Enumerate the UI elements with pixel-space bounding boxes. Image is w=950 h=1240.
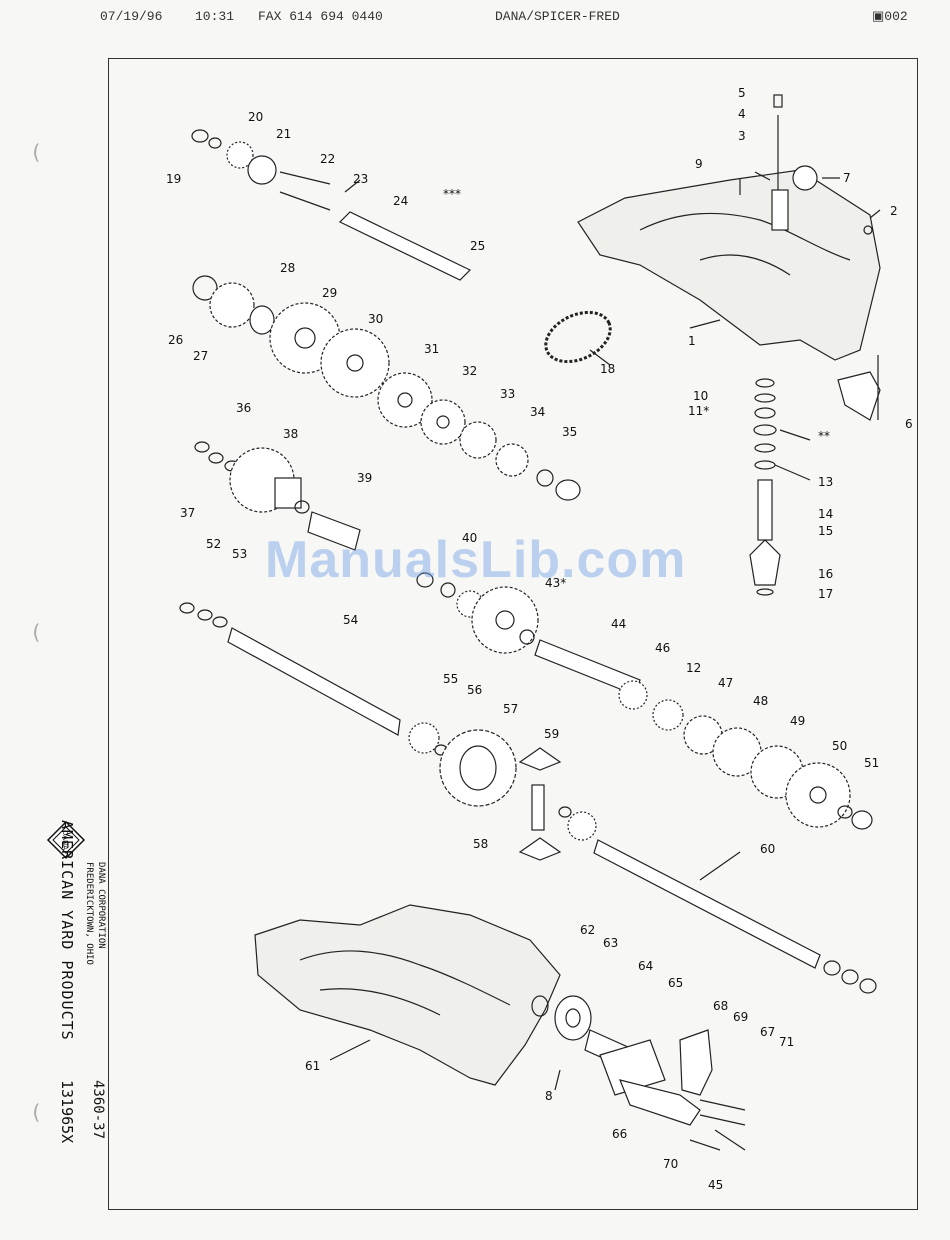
part-label: ** (818, 429, 830, 443)
part-number: 131965X (58, 1080, 76, 1144)
part-label: 28 (280, 261, 295, 275)
part-label: 22 (320, 152, 335, 166)
part-label: 26 (168, 333, 183, 347)
fax-number: FAX 614 694 0440 (258, 9, 383, 24)
part-label: 45 (708, 1178, 723, 1192)
watermark: ManualsLib.com (265, 531, 687, 589)
part-label: 43* (545, 576, 566, 590)
part-label: 30 (368, 312, 383, 326)
part-label: 7 (843, 171, 851, 185)
part-label: 60 (760, 842, 775, 856)
part-label: 54 (343, 613, 358, 627)
part-label: 10 (693, 389, 708, 403)
part-label: 29 (322, 286, 337, 300)
part-label: 4 (738, 107, 746, 121)
part-label: 47 (718, 676, 733, 690)
part-label: 34 (530, 405, 545, 419)
company-location: FREDERICKTOWN, OHIO (84, 862, 94, 965)
part-label: 52 (206, 537, 221, 551)
part-label: 67 (760, 1025, 775, 1039)
part-label: 68 (713, 999, 728, 1013)
part-label: 24 (393, 194, 408, 208)
company-name: DANA CORPORATION (96, 862, 106, 949)
part-label: 35 (562, 425, 577, 439)
fax-page-number: ▣002 (872, 9, 908, 24)
part-label: 23 (353, 172, 368, 186)
part-label: 53 (232, 547, 247, 561)
fax-date: 07/19/96 (100, 9, 163, 24)
part-label: 19 (166, 172, 181, 186)
fax-sender: DANA/SPICER-FRED (495, 9, 620, 24)
part-label: 63 (603, 936, 618, 950)
fax-time: 10:31 (195, 9, 235, 24)
part-label: 9 (695, 157, 703, 171)
part-label: 8 (545, 1089, 553, 1103)
part-label: 6 (905, 417, 913, 431)
part-label: 55 (443, 672, 458, 686)
part-label: 14 (818, 507, 833, 521)
logo-text: DANA (61, 830, 69, 850)
part-label: 71 (779, 1035, 794, 1049)
part-label: 65 (668, 976, 683, 990)
part-label: 56 (467, 683, 482, 697)
part-label: 62 (580, 923, 595, 937)
part-label: 32 (462, 364, 477, 378)
part-label: 25 (470, 239, 485, 253)
side-caption: DANA DANA CORPORATION FREDERICKTOWN, OHI… (0, 820, 106, 1240)
part-label: 3 (738, 129, 746, 143)
part-label: 38 (283, 427, 298, 441)
part-label: 57 (503, 702, 518, 716)
dana-logo-icon: DANA (46, 820, 86, 860)
part-label: 17 (818, 587, 833, 601)
part-label: 40 (462, 531, 477, 545)
part-label: 66 (612, 1127, 627, 1141)
part-label: 58 (473, 837, 488, 851)
part-label: 21 (276, 127, 291, 141)
page-frame (108, 58, 918, 1210)
product-name: AMERICAN YARD PRODUCTS (58, 820, 76, 1041)
part-label: 16 (818, 567, 833, 581)
part-label: 13 (818, 475, 833, 489)
part-label: 5 (738, 86, 746, 100)
upper-housing-drawing (577, 169, 881, 361)
scan-mark: ( (30, 140, 43, 164)
part-label: *** (443, 187, 461, 201)
part-label: 49 (790, 714, 805, 728)
lower-housing-drawing (254, 904, 561, 1086)
fax-header: 07/19/96 10:31 FAX 614 694 0440 DANA/SPI… (0, 0, 950, 34)
part-label: 44 (611, 617, 626, 631)
scan-mark: ( (30, 1100, 43, 1124)
model-number: 4360-37 (90, 1080, 106, 1140)
part-label: 2 (890, 204, 898, 218)
part-label: 39 (357, 471, 372, 485)
part-label: 31 (424, 342, 439, 356)
part-label: 12 (686, 661, 701, 675)
part-label: 46 (655, 641, 670, 655)
part-label: 64 (638, 959, 653, 973)
part-label: 59 (544, 727, 559, 741)
part-label: 15 (818, 524, 833, 538)
part-label: 20 (248, 110, 263, 124)
part-label: 36 (236, 401, 251, 415)
scan-mark: ( (30, 620, 43, 644)
part-label: 70 (663, 1157, 678, 1171)
part-label: 33 (500, 387, 515, 401)
part-label: 18 (600, 362, 615, 376)
part-label: 37 (180, 506, 195, 520)
part-label: 11* (688, 404, 709, 418)
part-label: 50 (832, 739, 847, 753)
part-label: 51 (864, 756, 879, 770)
part-label: 69 (733, 1010, 748, 1024)
part-label: 61 (305, 1059, 320, 1073)
part-label: 27 (193, 349, 208, 363)
part-label: 1 (688, 334, 696, 348)
part-label: 48 (753, 694, 768, 708)
